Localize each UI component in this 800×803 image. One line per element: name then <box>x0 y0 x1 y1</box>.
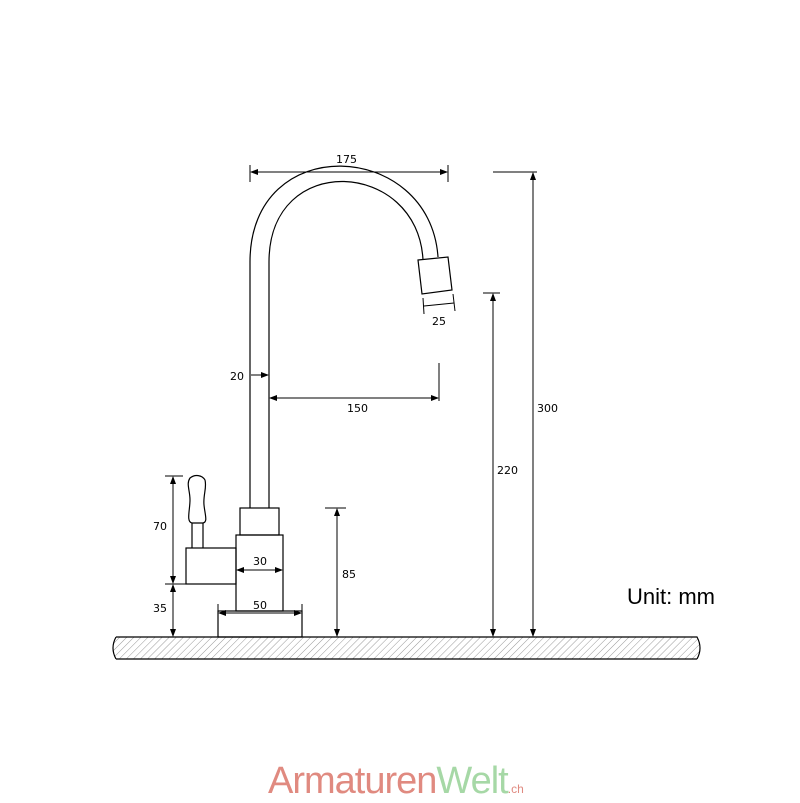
dimension-20: 20 <box>230 367 270 384</box>
label-20: 20 <box>230 370 244 383</box>
upper-collar <box>239 507 280 536</box>
handle-housing <box>185 547 237 585</box>
label-50: 50 <box>253 599 267 612</box>
dimension-30: 30 <box>235 555 284 578</box>
unit-label: Unit: mm <box>627 584 715 609</box>
dimension-25: 25 <box>422 293 456 328</box>
label-85: 85 <box>342 568 356 581</box>
logo-part2: Welt <box>436 760 508 802</box>
label-35: 35 <box>153 602 167 615</box>
dimension-300: 300 <box>493 171 558 638</box>
dimension-220: 220 <box>483 292 518 638</box>
faucet <box>185 165 453 638</box>
label-220: 220 <box>497 464 518 477</box>
aerator <box>417 256 453 295</box>
dimension-85: 85 <box>325 507 356 638</box>
countertop <box>112 636 701 660</box>
dimension-70-35: 70 35 <box>153 475 186 638</box>
label-30: 30 <box>253 555 267 568</box>
label-70: 70 <box>153 520 167 533</box>
label-300: 300 <box>537 402 558 415</box>
base-plate <box>217 610 303 638</box>
dimension-150: 150 <box>269 363 440 415</box>
dimension-50: 50 <box>217 599 303 616</box>
spout-outer <box>249 165 439 508</box>
handle-stem <box>191 523 204 548</box>
spout-inner <box>268 180 424 508</box>
handle-grip <box>187 474 207 524</box>
logo-suffix: .ch <box>507 782 524 796</box>
logo-part1: Armaturen <box>268 760 437 802</box>
dimension-175: 175 <box>249 153 449 182</box>
logo: ArmaturenWelt.ch <box>268 760 524 803</box>
label-25: 25 <box>432 315 446 328</box>
label-150: 150 <box>347 402 368 415</box>
label-175: 175 <box>336 153 357 166</box>
